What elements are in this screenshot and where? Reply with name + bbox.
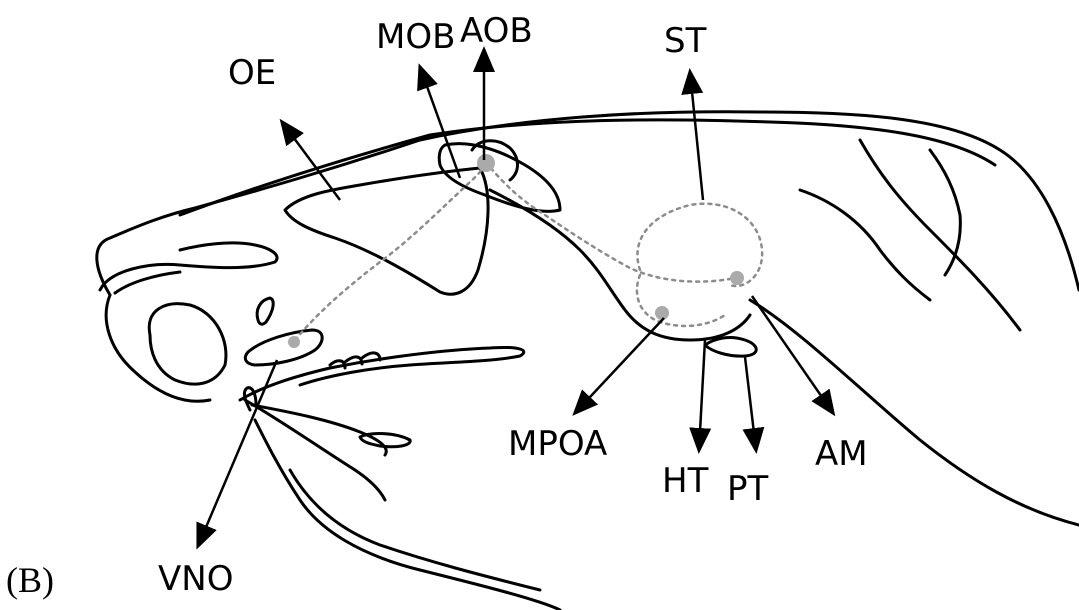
brainstem	[750, 300, 1079, 525]
main-olfactory-bulb	[439, 144, 560, 212]
panel-label: (B)	[6, 560, 54, 600]
mpoa-arrow	[575, 318, 664, 413]
label-mob: MOB	[376, 17, 455, 57]
st-arrow	[690, 72, 703, 200]
label-am: AM	[815, 434, 868, 474]
oe-arrow	[282, 122, 340, 200]
label-oe: OE	[228, 53, 276, 93]
vno-to-aob-pathway	[295, 162, 486, 340]
label-mpoa: MPOA	[508, 424, 607, 464]
snout-tip	[106, 272, 210, 401]
tongue	[245, 400, 385, 500]
lower-tooth	[360, 434, 410, 447]
mpoa-loop	[637, 275, 725, 326]
skull-top-inner	[180, 120, 995, 215]
nuclei	[288, 154, 744, 348]
palate	[240, 347, 524, 400]
nostril-ring	[149, 304, 226, 384]
aob-nucleus	[477, 154, 495, 172]
vno-nucleus	[288, 336, 300, 348]
stria-terminalis-loop	[637, 204, 762, 286]
cerebellum	[930, 150, 960, 275]
olfactory-epithelium	[285, 168, 488, 294]
brain-ventral	[490, 190, 750, 340]
small-cavity	[257, 298, 273, 324]
head-outline	[97, 112, 1079, 610]
labels: OE MOB AOB ST MPOA HT PT AM VNO (B)	[6, 11, 868, 600]
vomeronasal-organ	[245, 330, 322, 365]
mpoa-nucleus	[655, 306, 669, 320]
amygdala-nucleus	[730, 271, 744, 285]
label-st: ST	[664, 21, 707, 61]
vno-arrow	[198, 360, 277, 546]
pt-arrow	[745, 357, 756, 450]
label-vno: VNO	[158, 559, 233, 599]
label-aob: AOB	[460, 11, 533, 51]
hindbrain	[800, 140, 1020, 330]
label-pt: PT	[727, 469, 769, 509]
ht-arrow	[699, 340, 705, 450]
label-ht: HT	[662, 461, 709, 501]
pituitary	[705, 338, 756, 357]
upper-snout	[100, 243, 277, 290]
aob-to-amygdala-pathway	[486, 162, 735, 282]
